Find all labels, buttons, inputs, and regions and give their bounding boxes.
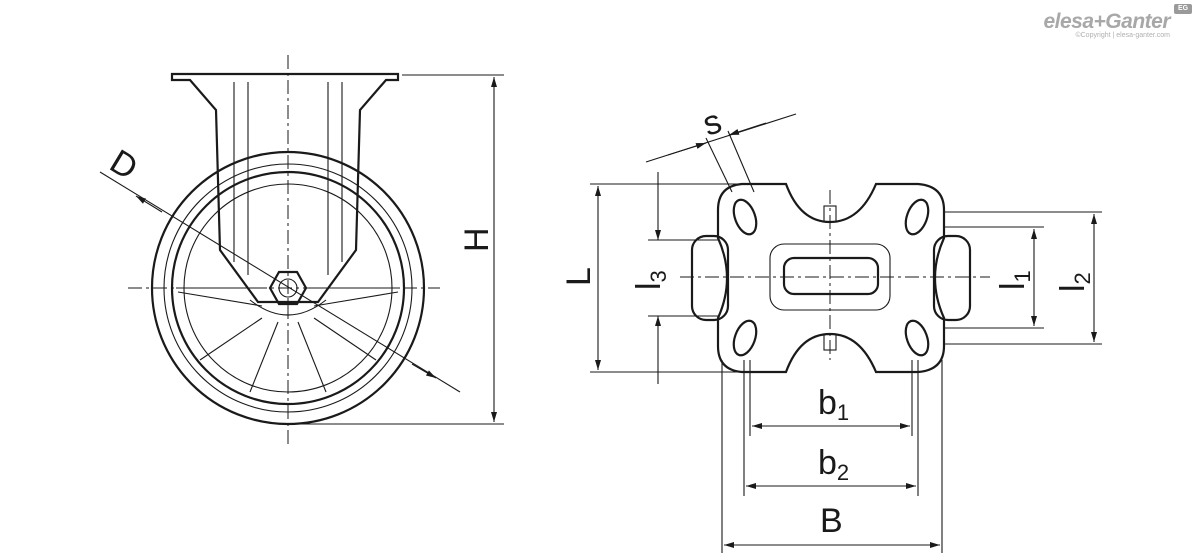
label-b1: b1	[818, 384, 849, 425]
top-view: s L l3 l1 l2 b1	[560, 102, 1102, 553]
label-l2: l2	[1054, 272, 1095, 292]
svg-text:l1: l1	[994, 270, 1035, 290]
label-L: L	[560, 267, 598, 286]
label-D: D	[103, 142, 144, 187]
label-l1: l1	[994, 270, 1035, 290]
svg-text:l2: l2	[1054, 272, 1095, 292]
label-b2: b2	[818, 444, 849, 485]
brand-badge: EG	[1174, 4, 1192, 14]
label-B: B	[820, 502, 843, 540]
fork-bracket	[170, 72, 400, 316]
label-H: H	[458, 227, 496, 252]
label-l3: l3	[630, 270, 671, 290]
svg-text:l3: l3	[630, 270, 671, 290]
brand-logo: elesa+Ganter ©Copyright | elesa-ganter.c…	[1043, 4, 1192, 39]
side-view: D H	[99, 55, 504, 445]
brand-copyright: ©Copyright | elesa-ganter.com	[1075, 32, 1170, 39]
brand-name: elesa+Ganter	[1043, 10, 1170, 33]
top-plate	[716, 182, 946, 374]
label-s: s	[698, 102, 726, 143]
